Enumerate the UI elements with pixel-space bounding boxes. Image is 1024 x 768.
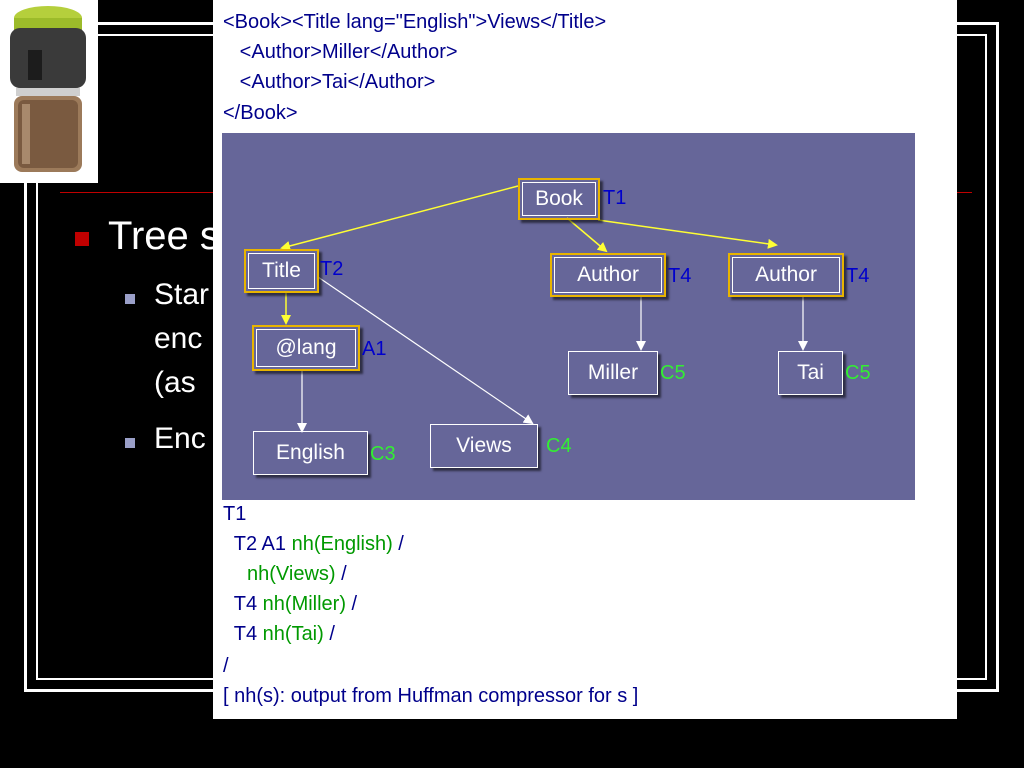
xml-line: <Author>Miller</Author> — [223, 41, 458, 63]
bullet-text: Tree s — [108, 214, 220, 258]
encoding-huffman: nh(Miller) — [262, 593, 346, 615]
xml-line: <Author>Tai</Author> — [223, 71, 436, 93]
sub-bullet-text: (as — [154, 366, 196, 399]
encoding-huffman: nh(Tai) — [262, 623, 324, 645]
encoding-suffix: / — [392, 533, 404, 555]
edge-book-author1 — [566, 217, 608, 253]
tag-c3: C3 — [370, 443, 396, 465]
edge-book-title — [280, 185, 519, 251]
node-book: Book — [518, 178, 600, 220]
sub-bullet-text: enc — [154, 322, 203, 355]
tag-c5: C5 — [845, 362, 871, 384]
encoding-prefix: T4 — [223, 623, 263, 645]
tree-edges — [280, 185, 808, 433]
encoding-suffix: / — [346, 593, 358, 615]
encoding-suffix: / — [335, 563, 347, 585]
spice-jar-image — [0, 0, 98, 183]
sub-bullet-text: Enc — [154, 422, 206, 455]
sub-bullet-text: Star — [154, 278, 210, 311]
encoding-note: [ nh(s): output from Huffman compressor … — [223, 685, 639, 707]
edge-title-views — [317, 276, 534, 425]
node-author: Author — [550, 253, 666, 297]
encoding-huffman: nh(English) — [291, 533, 393, 555]
edge-book-author2 — [597, 219, 778, 249]
encoding-line: T2 A1 nh(English) / — [223, 532, 404, 556]
node-tai: Tai — [778, 351, 843, 395]
tag-t4: T4 — [668, 265, 692, 287]
encoding-prefix: T4 — [223, 593, 263, 615]
encoding-line: T4 nh(Miller) / — [223, 592, 357, 616]
xml-line: </Book> — [223, 102, 298, 124]
node-miller: Miller — [568, 351, 658, 395]
node-lang: @lang — [252, 325, 360, 371]
sub-bullet-square — [125, 438, 135, 448]
node-views: Views — [430, 424, 538, 468]
tag-t2: T2 — [320, 258, 344, 280]
encoding-line: T4 nh(Tai) / — [223, 622, 335, 646]
tag-t4: T4 — [846, 265, 870, 287]
sub-bullet-square — [125, 294, 135, 304]
bullet-square — [75, 232, 89, 246]
encoding-line: T1 — [223, 503, 247, 525]
node-title: Title — [244, 249, 319, 293]
node-english: English — [253, 431, 368, 475]
encoding-line: nh(Views) / — [247, 562, 347, 586]
encoding-huffman: nh(Views) — [247, 563, 336, 585]
tag-t1: T1 — [603, 187, 627, 209]
tag-a1: A1 — [362, 338, 387, 360]
encoding-suffix: / — [323, 623, 335, 645]
tree-diagram: Book T1 Title T2 Author T4 Author T4 @la… — [222, 133, 915, 500]
encoding-line: / — [223, 655, 229, 677]
xml-line: <Book><Title lang="English">Views</Title… — [223, 11, 607, 33]
node-author: Author — [728, 253, 844, 297]
encoding-prefix: T2 A1 — [223, 533, 292, 555]
tag-c4: C4 — [546, 435, 572, 457]
tag-c5: C5 — [660, 362, 686, 384]
